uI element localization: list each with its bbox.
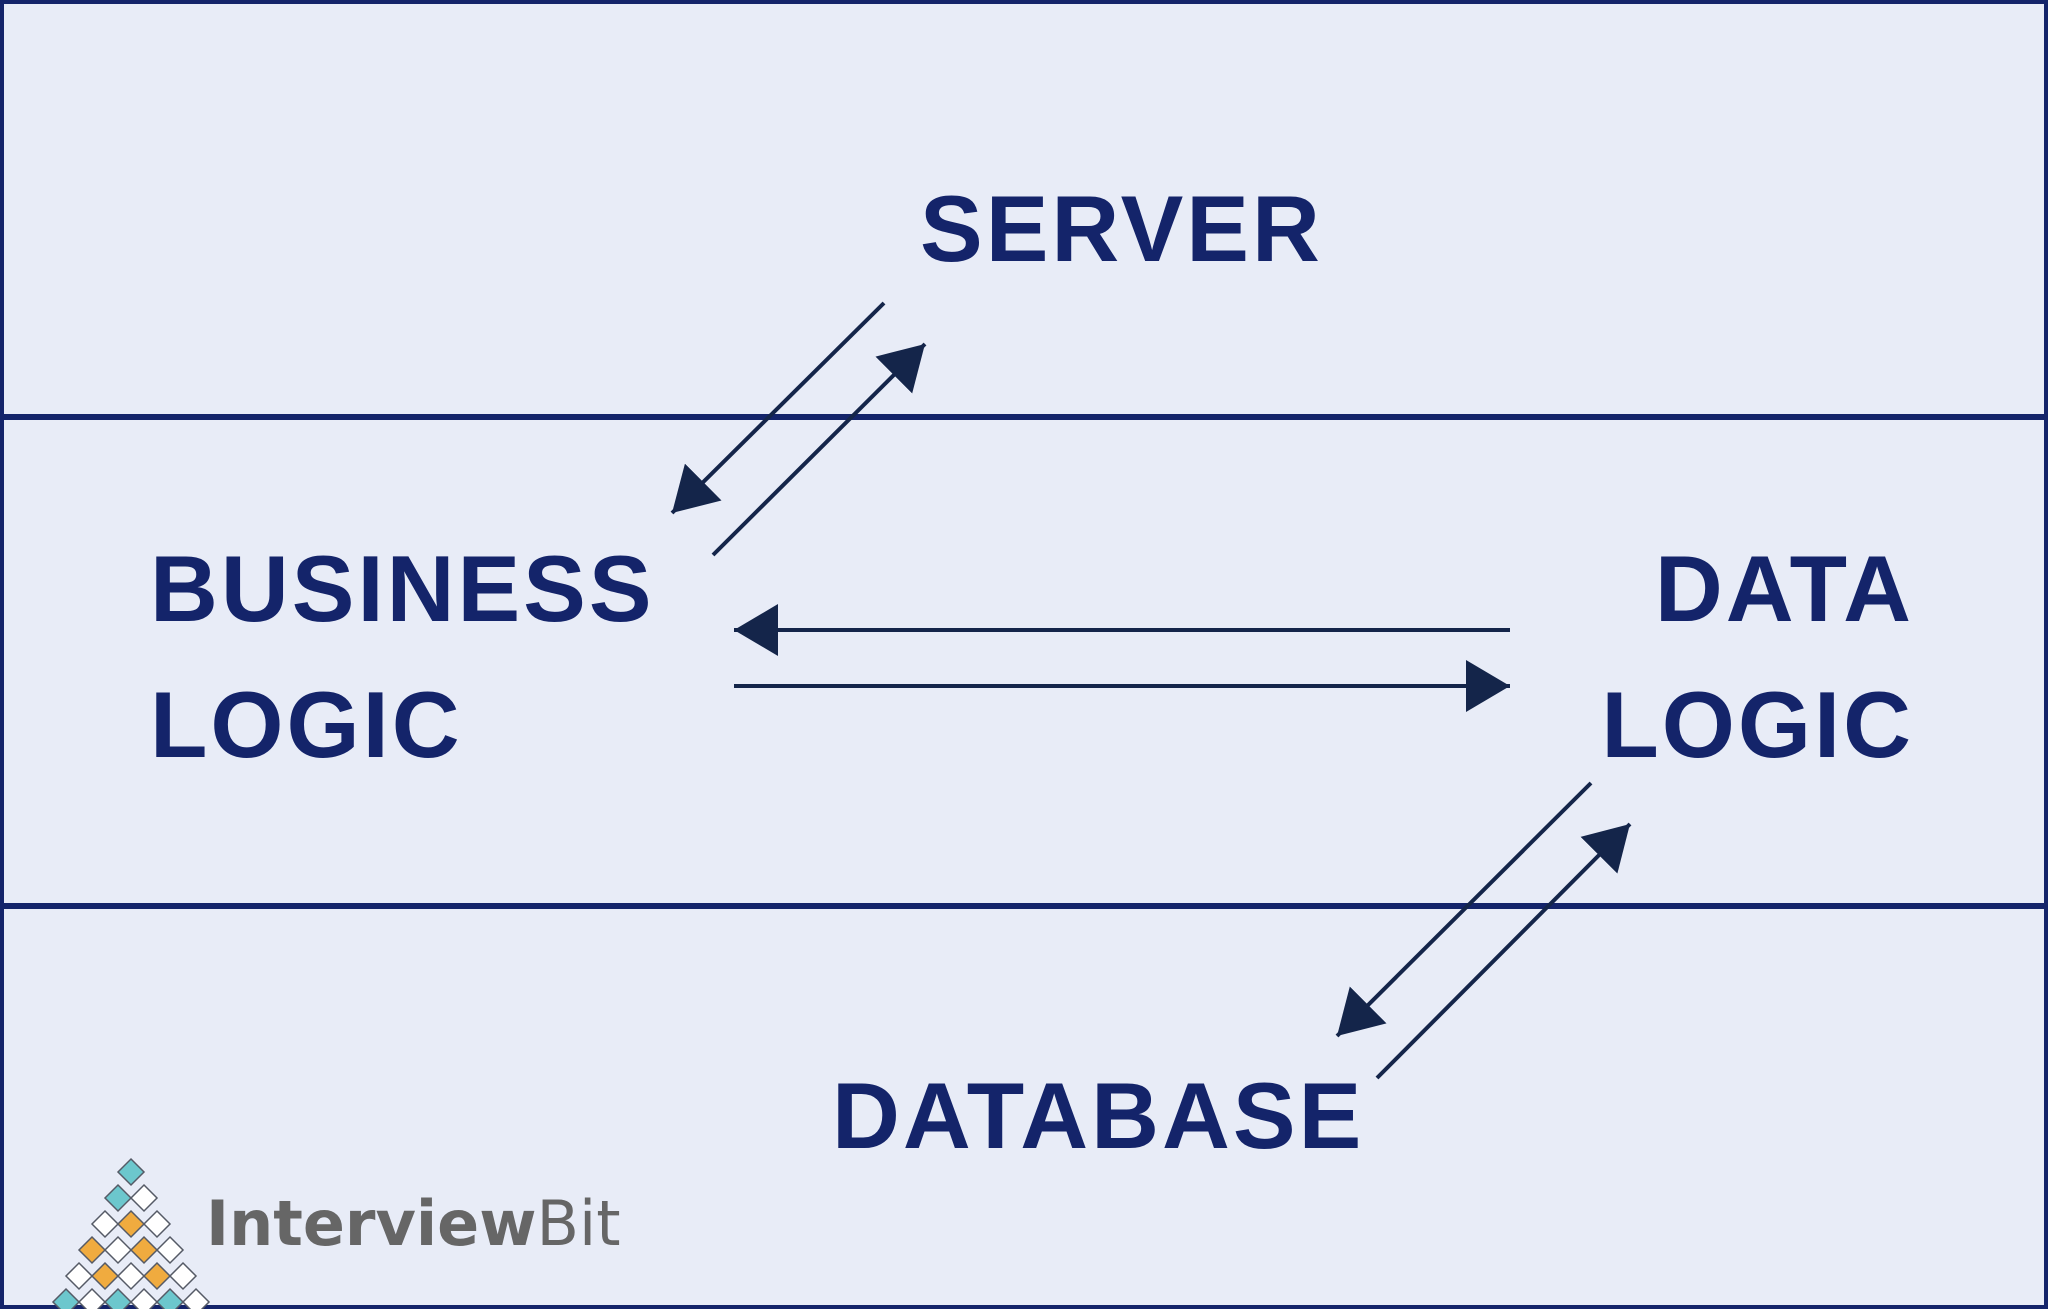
logo-tile bbox=[103, 1183, 133, 1213]
business-logic-label-line1: BUSINESS bbox=[150, 536, 655, 641]
database-label: DATABASE bbox=[832, 1063, 1364, 1168]
logo-tile bbox=[90, 1261, 120, 1291]
logo-tile bbox=[103, 1235, 133, 1265]
logo-tile bbox=[90, 1209, 120, 1239]
arrow-data-logic-to-database bbox=[1335, 781, 1593, 1038]
business-logic-label-line2: LOGIC bbox=[150, 672, 463, 777]
logo-tile bbox=[129, 1235, 159, 1265]
logo-tile bbox=[116, 1261, 146, 1291]
logo-tile bbox=[155, 1235, 185, 1265]
brand-name: InterviewBit bbox=[206, 1187, 621, 1260]
logo-tile bbox=[103, 1287, 133, 1309]
arrow-business-to-server bbox=[711, 342, 927, 557]
logo-tile bbox=[181, 1287, 211, 1309]
brand-name-part2: Bit bbox=[536, 1187, 620, 1260]
logo-tile bbox=[142, 1209, 172, 1239]
server-label: SERVER bbox=[920, 176, 1323, 281]
pyramid-checker-icon bbox=[51, 1157, 211, 1309]
logo-tile bbox=[77, 1287, 107, 1309]
data-logic-label-line1: DATA bbox=[1655, 536, 1914, 641]
interviewbit-logo: InterviewBit bbox=[51, 1157, 621, 1309]
logo-tile bbox=[129, 1183, 159, 1213]
logo-tile bbox=[116, 1209, 146, 1239]
logo-tile bbox=[51, 1287, 81, 1309]
arrow-server-to-business bbox=[670, 301, 886, 515]
brand-name-part1: Interview bbox=[206, 1187, 536, 1260]
logo-tile bbox=[142, 1261, 172, 1291]
logo-tile bbox=[64, 1261, 94, 1291]
logo-tile bbox=[129, 1287, 159, 1309]
arrow-database-to-data-logic bbox=[1375, 822, 1632, 1080]
logo-tile bbox=[155, 1287, 185, 1309]
logo-tile bbox=[77, 1235, 107, 1265]
logo-tile bbox=[168, 1261, 198, 1291]
data-logic-label-line2: LOGIC bbox=[1601, 672, 1914, 777]
logo-tile bbox=[116, 1157, 146, 1187]
